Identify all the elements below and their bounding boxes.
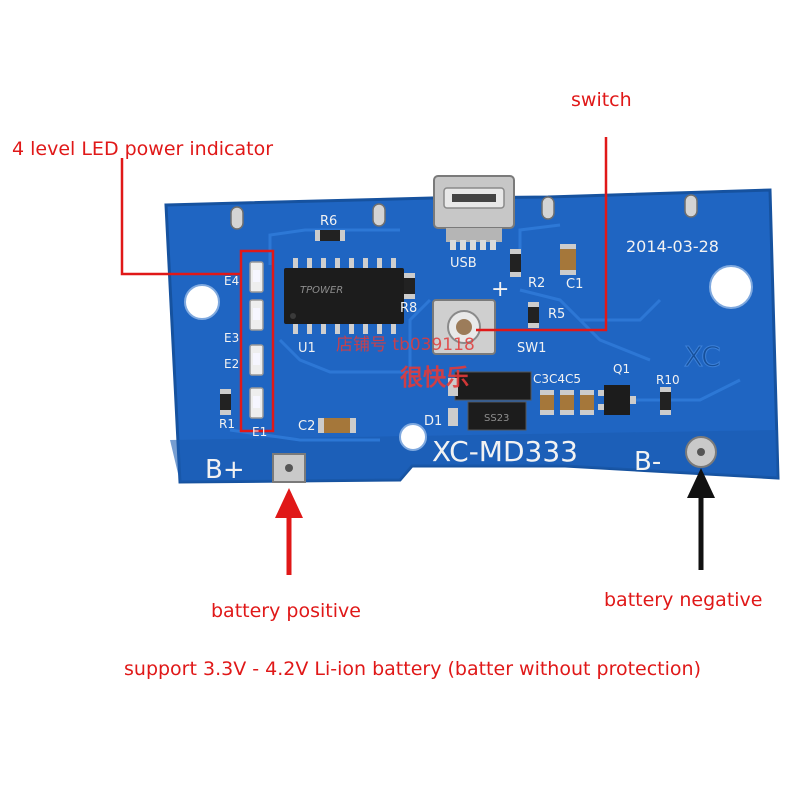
- plus-sign-label: +: [491, 277, 509, 302]
- label-e1: E1: [252, 425, 267, 439]
- battery-negative-arrow: [687, 468, 715, 570]
- label-u1: U1: [298, 341, 316, 356]
- label-r2: R2: [528, 276, 545, 291]
- battery-positive-arrow: [275, 488, 303, 575]
- switch-leader: [476, 137, 608, 332]
- label-r5: R5: [548, 307, 565, 322]
- label-c3c4c5: C3C4C5: [533, 372, 581, 386]
- switch-caption: switch: [571, 89, 632, 111]
- label-e3: E3: [224, 331, 239, 345]
- mounting-hole-bottom: [399, 423, 427, 451]
- label-sw1: SW1: [517, 341, 546, 356]
- chip-marking: TPOWER: [300, 285, 343, 296]
- label-usb: USB: [450, 256, 477, 271]
- transistor-q1: [598, 385, 636, 415]
- label-r6: R6: [320, 214, 337, 229]
- terminal-positive-label: B+: [205, 455, 245, 485]
- label-c2: C2: [298, 419, 315, 434]
- ic-chip-u1: [284, 258, 404, 334]
- board-model: XC-MD333: [432, 435, 578, 468]
- led-indicator-caption: 4 level LED power indicator: [12, 138, 274, 160]
- battery-positive-caption: battery positive: [211, 600, 361, 622]
- label-q1: Q1: [613, 362, 630, 376]
- tactile-switch: [432, 299, 496, 355]
- diode-marking: SS23: [484, 413, 509, 424]
- shop-watermark-line1: 店铺号 tb039118: [336, 335, 475, 355]
- label-e4: E4: [224, 274, 239, 288]
- label-r1: R1: [219, 417, 235, 431]
- label-r8: R8: [400, 301, 417, 316]
- label-d1: D1: [424, 414, 442, 429]
- top-solder-slots: [230, 194, 698, 230]
- support-note: support 3.3V - 4.2V Li-ion battery (batt…: [124, 658, 701, 680]
- mounting-hole-right: [709, 265, 753, 309]
- battery-negative-caption: battery negative: [604, 589, 763, 611]
- label-c1: C1: [566, 277, 583, 292]
- led-highlight-box: [239, 249, 275, 433]
- usb-connector: [433, 175, 515, 250]
- terminal-negative-label: B-: [634, 447, 661, 477]
- board-date-code: 2014-03-28: [626, 237, 719, 256]
- smd-components: [220, 230, 671, 433]
- label-r10: R10: [656, 373, 680, 387]
- label-e2: E2: [224, 357, 239, 371]
- power-components: [448, 371, 532, 431]
- mounting-hole-left: [184, 284, 220, 320]
- brand-mark: XC: [684, 340, 721, 373]
- led-indicators: [249, 261, 264, 419]
- pcb-board: 2014-03-28 XC-MD333 B+ B- + R6 USB R2 C1…: [164, 175, 780, 485]
- led-indicator-leader: [120, 158, 241, 276]
- shop-watermark-line2: 很快乐: [400, 364, 469, 391]
